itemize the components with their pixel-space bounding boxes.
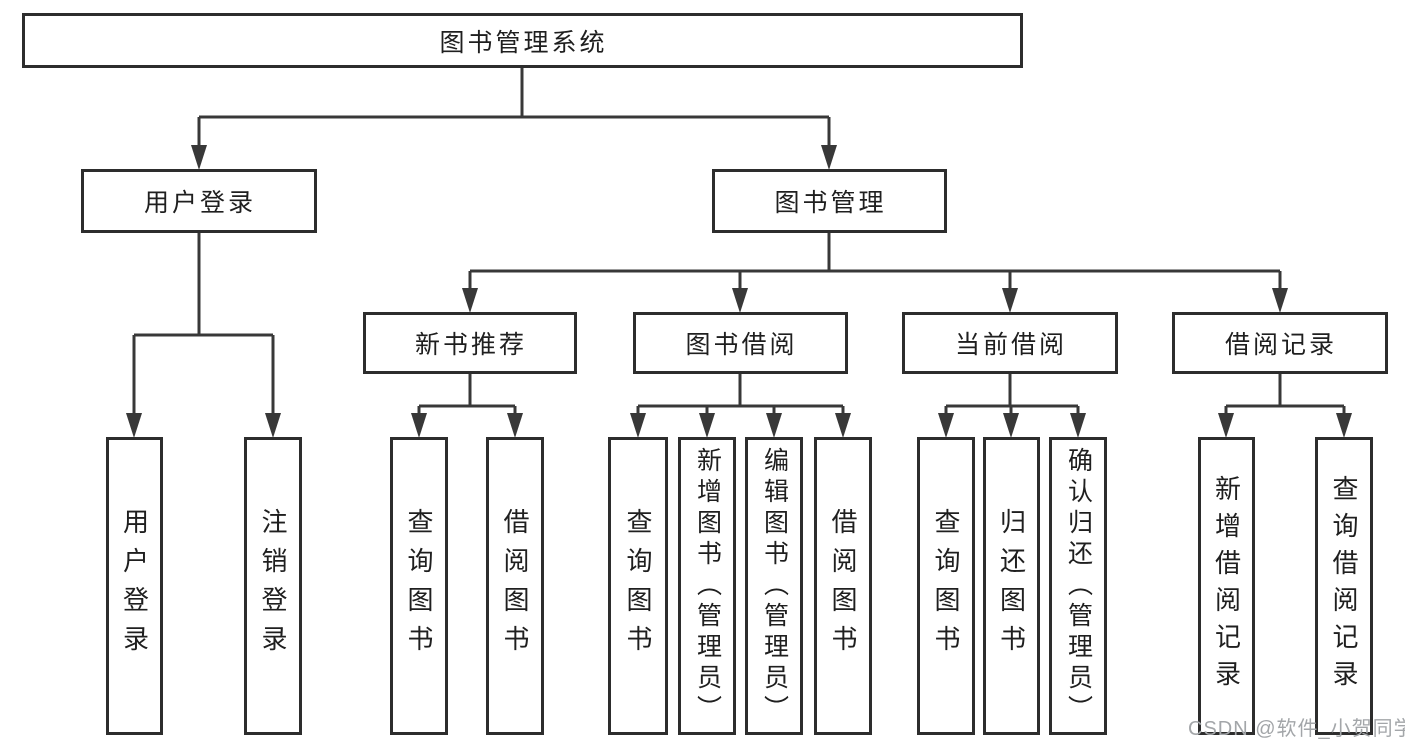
node-current-borrow: 当前借阅 <box>902 312 1118 374</box>
leaf-label: 新增图书（管理员） <box>693 446 722 726</box>
leaf-label: 新增借阅记录 <box>1211 475 1242 697</box>
node-label: 用户登录 <box>143 189 256 217</box>
leaf-label: 归还图书 <box>996 508 1027 664</box>
leaf-confirm-return-admin: 确认归还（管理员） <box>1049 437 1107 735</box>
node-label: 借阅记录 <box>1224 331 1337 359</box>
node-book-borrow: 图书借阅 <box>633 312 848 374</box>
leaf-label: 借阅图书 <box>828 508 858 664</box>
node-label: 图书借阅 <box>685 331 798 359</box>
leaf-label: 借阅图书 <box>500 508 530 664</box>
leaf-edit-book-admin: 编辑图书（管理员） <box>745 437 803 735</box>
leaf-borrow-book-recommend: 借阅图书 <box>486 437 544 735</box>
leaf-query-borrow-record: 查询借阅记录 <box>1315 437 1373 735</box>
leaf-label: 确认归还（管理员） <box>1064 446 1093 726</box>
csdn-watermark: CSDN @软件_小贺同学 <box>1188 718 1405 740</box>
leaf-label: 查询图书 <box>404 508 434 664</box>
leaf-return-book: 归还图书 <box>983 437 1040 735</box>
leaf-user-login: 用户登录 <box>106 437 163 735</box>
leaf-label: 查询借阅记录 <box>1329 475 1359 697</box>
leaf-add-book-admin: 新增图书（管理员） <box>678 437 736 735</box>
node-new-book-recommend: 新书推荐 <box>363 312 577 374</box>
leaf-label: 查询图书 <box>931 508 961 664</box>
node-user-login: 用户登录 <box>81 169 317 233</box>
node-label: 当前借阅 <box>954 331 1067 359</box>
node-label: 图书管理 <box>774 189 887 217</box>
leaf-query-book-borrowsec: 查询图书 <box>608 437 668 735</box>
leaf-logout: 注销登录 <box>244 437 302 735</box>
node-borrow-record: 借阅记录 <box>1172 312 1388 374</box>
node-label: 图书管理系统 <box>439 28 608 57</box>
node-library-management-system: 图书管理系统 <box>22 13 1023 68</box>
edge-new-book-rec-children <box>411 373 523 438</box>
leaf-query-book-current: 查询图书 <box>917 437 975 735</box>
leaf-add-borrow-record: 新增借阅记录 <box>1198 437 1255 735</box>
leaf-label: 查询图书 <box>623 508 653 664</box>
edge-borrow-record-children <box>1218 373 1352 438</box>
leaf-label: 注销登录 <box>258 508 288 664</box>
edge-root-to-level2 <box>191 66 837 170</box>
edge-book-borrow-children <box>630 373 851 438</box>
leaf-label: 用户登录 <box>119 508 150 664</box>
node-book-management: 图书管理 <box>712 169 947 233</box>
leaf-label: 编辑图书（管理员） <box>760 446 789 726</box>
leaf-borrow-book: 借阅图书 <box>814 437 872 735</box>
node-label: 新书推荐 <box>414 331 527 359</box>
leaf-query-book-recommend: 查询图书 <box>390 437 448 735</box>
edge-book-mgmt-to-level3 <box>462 232 1288 313</box>
edge-current-borrow-children <box>938 373 1086 438</box>
edge-user-login-children <box>126 232 281 438</box>
